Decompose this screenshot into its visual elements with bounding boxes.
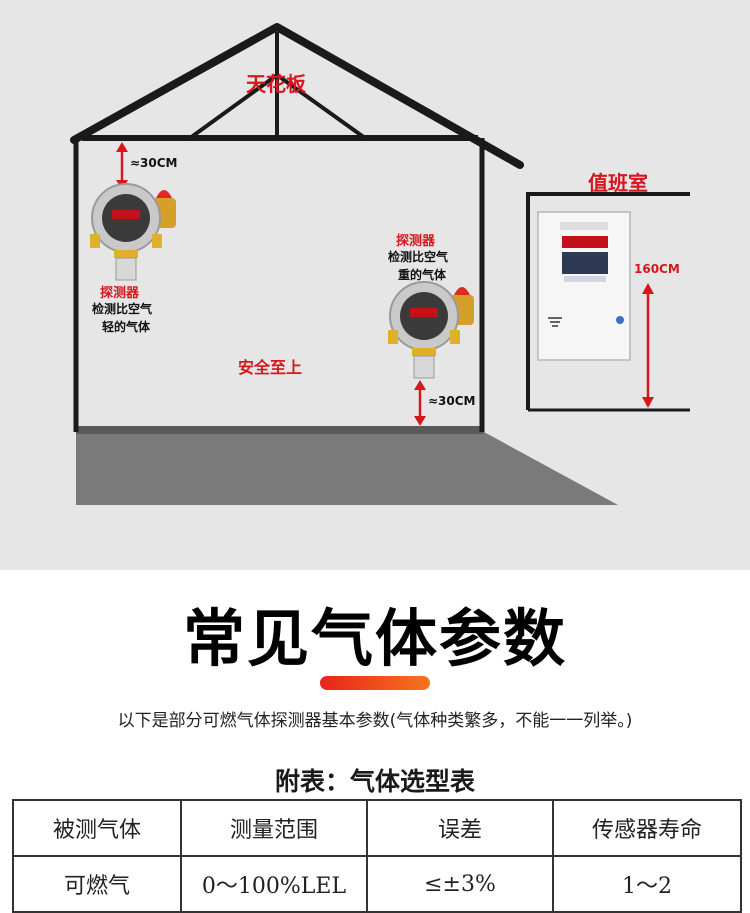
detector-light-desc-2: 轻的气体: [102, 320, 151, 334]
controller-height-label: 160CM: [634, 262, 680, 276]
header-error: 误差: [366, 799, 554, 857]
table-row: 可燃气 0～100%LEL ≤±3% 1～2: [12, 855, 742, 913]
gas-spec-table: 被测气体 测量范围 误差 传感器寿命 可燃气 0～100%LEL ≤±3% 1～…: [12, 799, 742, 913]
duty-room-outline: [526, 192, 690, 410]
ceiling-label: 天花板: [246, 72, 306, 96]
safety-slogan: 安全至上: [238, 358, 303, 377]
cell-range: 0～100%LEL: [180, 855, 368, 913]
floor: [76, 432, 618, 505]
cell-gas: 可燃气: [12, 855, 182, 913]
detector-heavy-label: 探测器: [396, 234, 436, 249]
duty-room-label: 值班室: [588, 171, 648, 195]
gas-detector-heavy: [388, 281, 474, 379]
detector-heavy-desc-1: 检测比空气: [388, 250, 449, 264]
installation-diagram: 天花板 值班室 ≈30CM ≈30CM 160CM 探测器 检测比空气 轻的气体…: [0, 0, 750, 570]
table-caption: 附表：气体选型表: [274, 767, 475, 796]
detector-light-desc-1: 检测比空气: [92, 302, 153, 316]
title-underline: [320, 676, 430, 690]
header-sensor-life: 传感器寿命: [552, 799, 742, 857]
detector-heavy-desc-2: 重的气体: [398, 268, 447, 282]
header-measure-range: 测量范围: [180, 799, 368, 857]
house-illustration: [70, 23, 690, 505]
cell-error: ≤±3%: [366, 855, 554, 913]
header-measured-gas: 被测气体: [12, 799, 182, 857]
cell-life: 1～2: [552, 855, 742, 913]
detector-light-label: 探测器: [100, 286, 140, 301]
top-gap-label: ≈30CM: [130, 156, 178, 170]
bottom-gap-label: ≈30CM: [428, 394, 476, 408]
section-subtitle: 以下是部分可燃气体探测器基本参数(气体种类繁多，不能一一列举。): [117, 711, 633, 731]
alarm-controller-cabinet: [537, 211, 631, 361]
table-header-row: 被测气体 测量范围 误差 传感器寿命: [12, 799, 742, 857]
roof-outline: [70, 23, 524, 169]
section-title: 常见气体参数: [182, 602, 567, 675]
gas-detector-light: [90, 183, 176, 281]
